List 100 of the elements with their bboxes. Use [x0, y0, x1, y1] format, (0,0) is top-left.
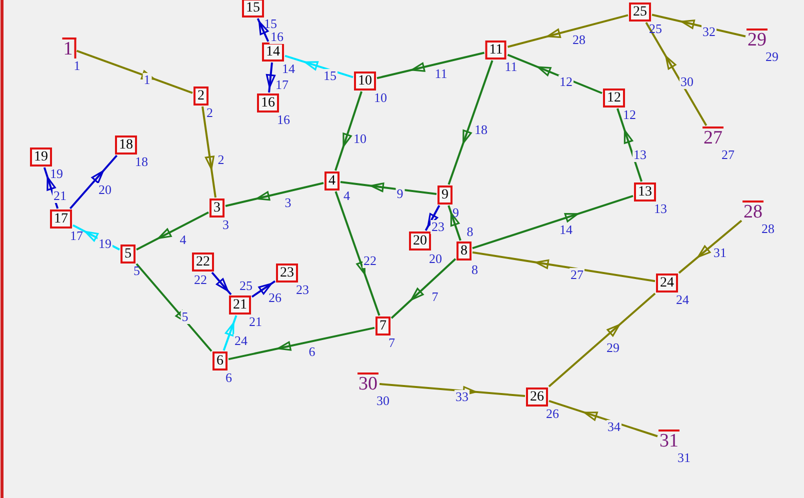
node-box: 4 — [324, 172, 340, 190]
edge-label: 26 — [268, 291, 282, 305]
arrow — [645, 22, 708, 126]
source-node: 28 — [742, 200, 764, 222]
node-box: 17 — [50, 210, 72, 228]
node-box: 11 — [485, 40, 507, 60]
node-box: 23 — [276, 264, 298, 282]
node-caption: 11 — [504, 60, 518, 74]
edge-label: 8 — [466, 225, 474, 239]
node-box: 12 — [603, 88, 625, 108]
edge-label: 7 — [430, 290, 440, 304]
arrow — [548, 292, 656, 388]
arrow — [507, 54, 602, 94]
node-box: 25 — [629, 2, 651, 22]
edge-label: 32 — [702, 25, 716, 39]
arrow — [390, 258, 456, 319]
node-caption: 5 — [134, 264, 140, 278]
node-box: 26 — [526, 388, 548, 406]
edge-label: 12 — [558, 75, 574, 89]
node-caption: 4 — [344, 188, 350, 202]
edge-label: 24 — [234, 334, 248, 348]
node-box: 19 — [30, 148, 52, 166]
node-box: 8 — [456, 242, 472, 260]
arrow — [136, 212, 209, 250]
node-caption: 21 — [249, 314, 262, 328]
edge-label: 29 — [606, 341, 620, 355]
source-node: 31 — [658, 430, 680, 450]
node-box: 6 — [212, 352, 228, 370]
arrow — [507, 14, 628, 48]
node-caption: 2 — [206, 106, 213, 120]
node-caption: 22 — [194, 272, 207, 286]
edge-label: 23 — [430, 220, 446, 234]
arrow — [424, 205, 440, 231]
edge-label: 34 — [606, 420, 622, 434]
arrow — [616, 108, 642, 182]
source-node: 27 — [702, 126, 724, 148]
arrow — [266, 62, 276, 93]
node-caption: 25 — [649, 22, 662, 36]
edge-label: 20 — [98, 183, 112, 197]
edge-label: 4 — [178, 233, 188, 247]
node-caption: 13 — [654, 202, 667, 216]
node-caption: 15 — [264, 16, 277, 30]
arrow — [652, 14, 746, 38]
arrow — [211, 272, 232, 296]
edge-label: 18 — [474, 123, 488, 137]
edge-label: 28 — [572, 33, 586, 47]
node-caption: 17 — [70, 228, 83, 242]
edge-label: 11 — [434, 67, 448, 81]
edge-label: 13 — [632, 148, 648, 162]
arrow — [225, 182, 324, 207]
arrow — [202, 106, 216, 198]
node-caption: 19 — [50, 166, 63, 180]
node-caption: 12 — [623, 108, 636, 122]
edge-label: 30 — [680, 75, 694, 89]
node-box: 15 — [242, 0, 264, 18]
node-box: 16 — [257, 94, 279, 112]
node-box: 13 — [634, 182, 656, 202]
node-caption: 7 — [388, 336, 395, 350]
node-caption: 24 — [676, 292, 689, 306]
arrow — [251, 280, 276, 298]
arrow — [472, 251, 656, 282]
node-caption: 3 — [222, 218, 229, 232]
node-box: 24 — [656, 274, 678, 292]
source-node: 29 — [746, 28, 768, 50]
node-caption: 8 — [472, 262, 478, 276]
edge-label: 10 — [352, 132, 368, 146]
node-caption: 1 — [74, 58, 80, 72]
arrow — [340, 181, 437, 195]
arrow — [472, 194, 634, 250]
node-caption: 27 — [722, 148, 734, 162]
node-caption: 14 — [282, 62, 295, 76]
edge-label: 5 — [180, 310, 190, 324]
edge-label: 15 — [322, 69, 338, 83]
node-box: 14 — [262, 42, 284, 62]
arrow — [678, 220, 742, 274]
edge-label: 17 — [274, 78, 290, 92]
node-caption: 18 — [135, 154, 148, 168]
node-box: 7 — [376, 316, 390, 336]
arrow — [136, 263, 212, 352]
node-box: 21 — [229, 296, 251, 314]
node-box: 5 — [120, 244, 136, 264]
edge-label: 27 — [570, 268, 584, 282]
edge-label: 2 — [216, 153, 226, 167]
node-caption: 9 — [452, 206, 459, 220]
edge-label: 19 — [98, 237, 112, 251]
edge-label: 31 — [712, 246, 728, 260]
node-box: 20 — [409, 232, 431, 250]
edge-label: 21 — [52, 189, 68, 203]
edge-label: 22 — [362, 254, 378, 268]
node-box: 3 — [210, 198, 224, 218]
node-box: 22 — [192, 252, 214, 272]
node-box: 9 — [438, 186, 452, 204]
node-box: 2 — [194, 86, 208, 106]
node-caption: 20 — [429, 252, 442, 266]
arrow — [376, 52, 484, 80]
edge-label: 3 — [284, 196, 292, 210]
node-caption: 23 — [296, 282, 309, 296]
arrow — [69, 154, 118, 210]
arrow — [284, 54, 354, 78]
node-caption: 29 — [766, 50, 778, 64]
